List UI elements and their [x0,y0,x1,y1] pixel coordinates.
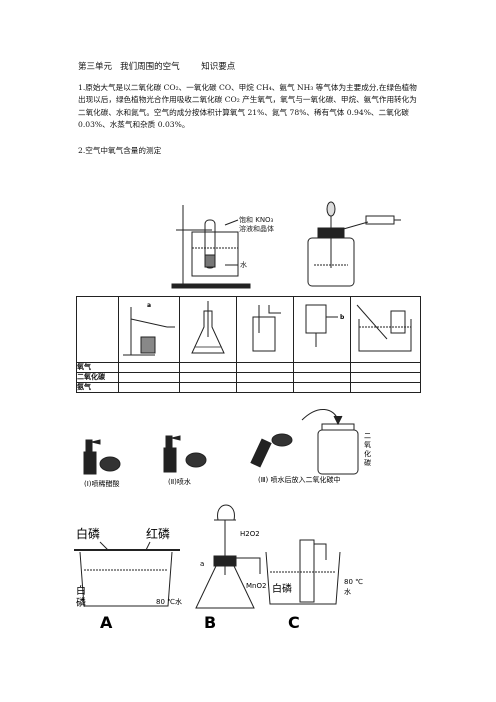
co2-jar [317,429,359,475]
test-tube [204,219,216,269]
label-white-bottom-1: 白 [76,584,86,597]
subheading-oxygen-measurement: 2.空气中氧气含量的测定 [78,146,162,155]
label-white-phosphorus: 白磷 [76,526,100,541]
caption-spray-water: (Ⅱ)喷水 [168,477,191,486]
letter-c: C [288,613,300,632]
funnel-bulb [326,201,336,217]
apparatus-cell-1: a [118,296,180,363]
letter-a: A [100,613,113,632]
apparatus-cell-5 [350,296,421,363]
label-kno3: 饱和 KNO₃ [239,215,274,224]
spray-bottle-2 [163,447,177,473]
flower-3 [271,433,293,447]
flower-2 [185,452,207,468]
gas-apparatus-table: a [76,296,421,393]
paragraph-atmosphere: 1.原始大气是以二氧化碳 CO₂、一氧化碳 CO、甲烷 CH₄、氨气 NH₃ 等… [78,83,417,129]
caption-spray-vinegar: (Ⅰ)喷稀醋酸 [84,479,120,488]
row-label-ammonia: 氨气 [76,382,119,393]
flask-funnel [191,301,225,354]
water-trough [356,304,412,352]
apparatus-cell-2 [179,296,237,363]
jar-label-3: 化 [364,449,371,458]
test-tube-c [299,539,315,603]
jar-label-1: 二 [364,432,371,440]
inverted-bottle: b [305,304,345,347]
label-white-bottom-2: 磷 [76,596,86,609]
label-solution-crystal: 溶液和晶体 [239,224,274,233]
funnel-b [217,504,235,521]
gas-bottle [252,305,281,352]
label-b: b [340,314,345,321]
caption-spray-co2: (Ⅲ) 喷水后放入二氧化碳中 [258,475,341,484]
label-a-tube: a [200,560,204,568]
beaker-c [265,551,341,605]
flask-b [195,565,255,609]
spray-bottle-3 [250,438,272,468]
row-label-co2: 二氧化碳 [76,372,119,383]
transfer-arrow [301,409,339,421]
stand-base [171,283,251,289]
flower-1 [99,456,121,472]
label-red-phosphorus: 红磷 [146,526,170,541]
label-white-phosphorus-c: 白磷 [272,582,292,595]
label-water-c: 水 [344,587,351,596]
label-mno2: MnO2 [246,582,266,590]
table-corner-cell [76,296,119,363]
label-a: a [147,302,151,309]
apparatus-cell-3 [236,296,294,363]
label-water: 水 [240,260,247,269]
label-water-a: 80 ℃水 [156,597,182,606]
syringe [365,215,395,225]
row-label-oxygen: 氧气 [76,362,119,373]
apparatus-cell-4: b [293,296,351,363]
page-title: 第三单元 我们周围的空气 知识要点 [78,62,236,72]
label-temp-c: 80 ℃ [344,578,363,586]
jar-label-4: 碳 [364,458,371,467]
wash-bottle [307,237,355,287]
beaker [191,231,239,277]
label-h2o2: H2O2 [240,530,260,538]
letter-b: B [204,613,216,632]
beaker-a [79,551,173,607]
heating-tube-apparatus: a [123,302,175,356]
spray-bottle-1 [83,451,97,475]
jar-label-2: 氧 [364,440,371,449]
